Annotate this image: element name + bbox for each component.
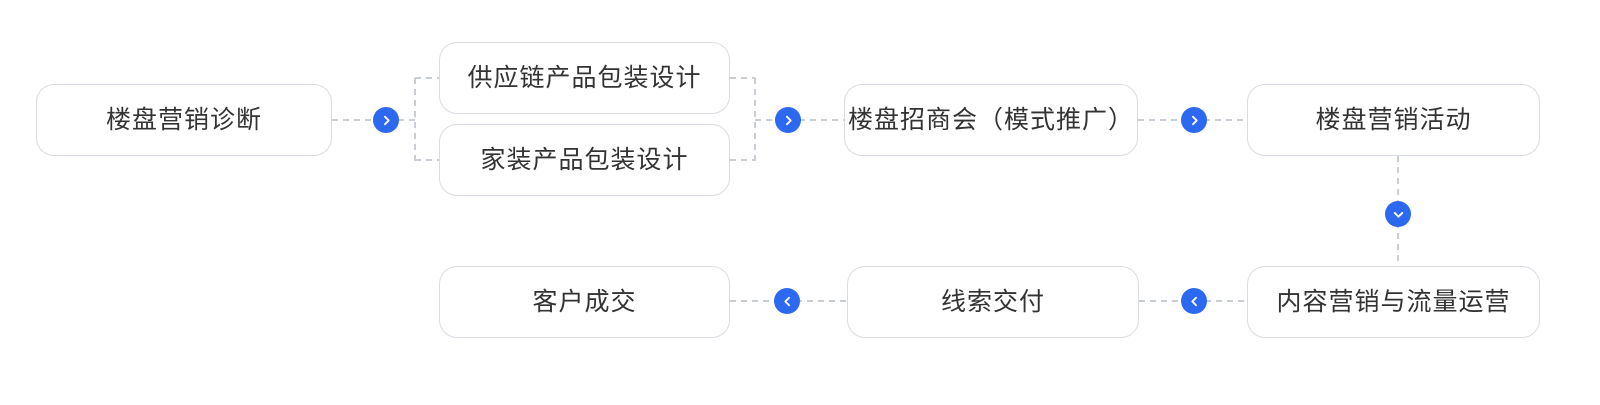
connector-branch-to-supply-chain: [415, 77, 440, 79]
chevron-left-circle-icon: [774, 288, 800, 314]
connector-branch-left-vertical: [414, 78, 416, 163]
node-label-customer-deal: 客户成交: [532, 287, 637, 316]
flow-node-customer-deal: 客户成交: [439, 266, 730, 338]
node-label-supply-chain-packaging: 供应链产品包装设计: [467, 63, 702, 92]
flow-node-content-marketing: 内容营销与流量运营: [1247, 266, 1540, 338]
flow-node-supply-chain-packaging: 供应链产品包装设计: [439, 42, 730, 114]
node-label-content-marketing: 内容营销与流量运营: [1276, 287, 1511, 316]
node-label-diagnosis: 楼盘营销诊断: [105, 105, 262, 134]
chevron-left-circle-icon: [1181, 288, 1207, 314]
node-label-marketing-activity: 楼盘营销活动: [1315, 105, 1472, 134]
chevron-right-circle-icon: [373, 107, 399, 133]
flow-node-diagnosis: 楼盘营销诊断: [36, 84, 332, 156]
flow-node-marketing-activity: 楼盘营销活动: [1247, 84, 1540, 156]
connector-branch-to-home-decor: [415, 159, 440, 161]
flow-node-lead-delivery: 线索交付: [847, 266, 1139, 338]
chevron-right-circle-icon: [1181, 107, 1207, 133]
node-label-lead-delivery: 线索交付: [940, 287, 1045, 316]
chevron-down-circle-icon: [1385, 201, 1411, 227]
connector-home-decor-to-merge: [730, 159, 756, 161]
flow-node-investment-meeting: 楼盘招商会（模式推广）: [844, 84, 1138, 156]
node-label-home-decor-packaging: 家装产品包装设计: [480, 145, 689, 174]
flow-node-home-decor-packaging: 家装产品包装设计: [439, 124, 730, 196]
chevron-right-circle-icon: [775, 107, 801, 133]
connector-supply-chain-to-merge: [730, 77, 756, 79]
node-label-investment-meeting: 楼盘招商会（模式推广）: [847, 105, 1134, 134]
